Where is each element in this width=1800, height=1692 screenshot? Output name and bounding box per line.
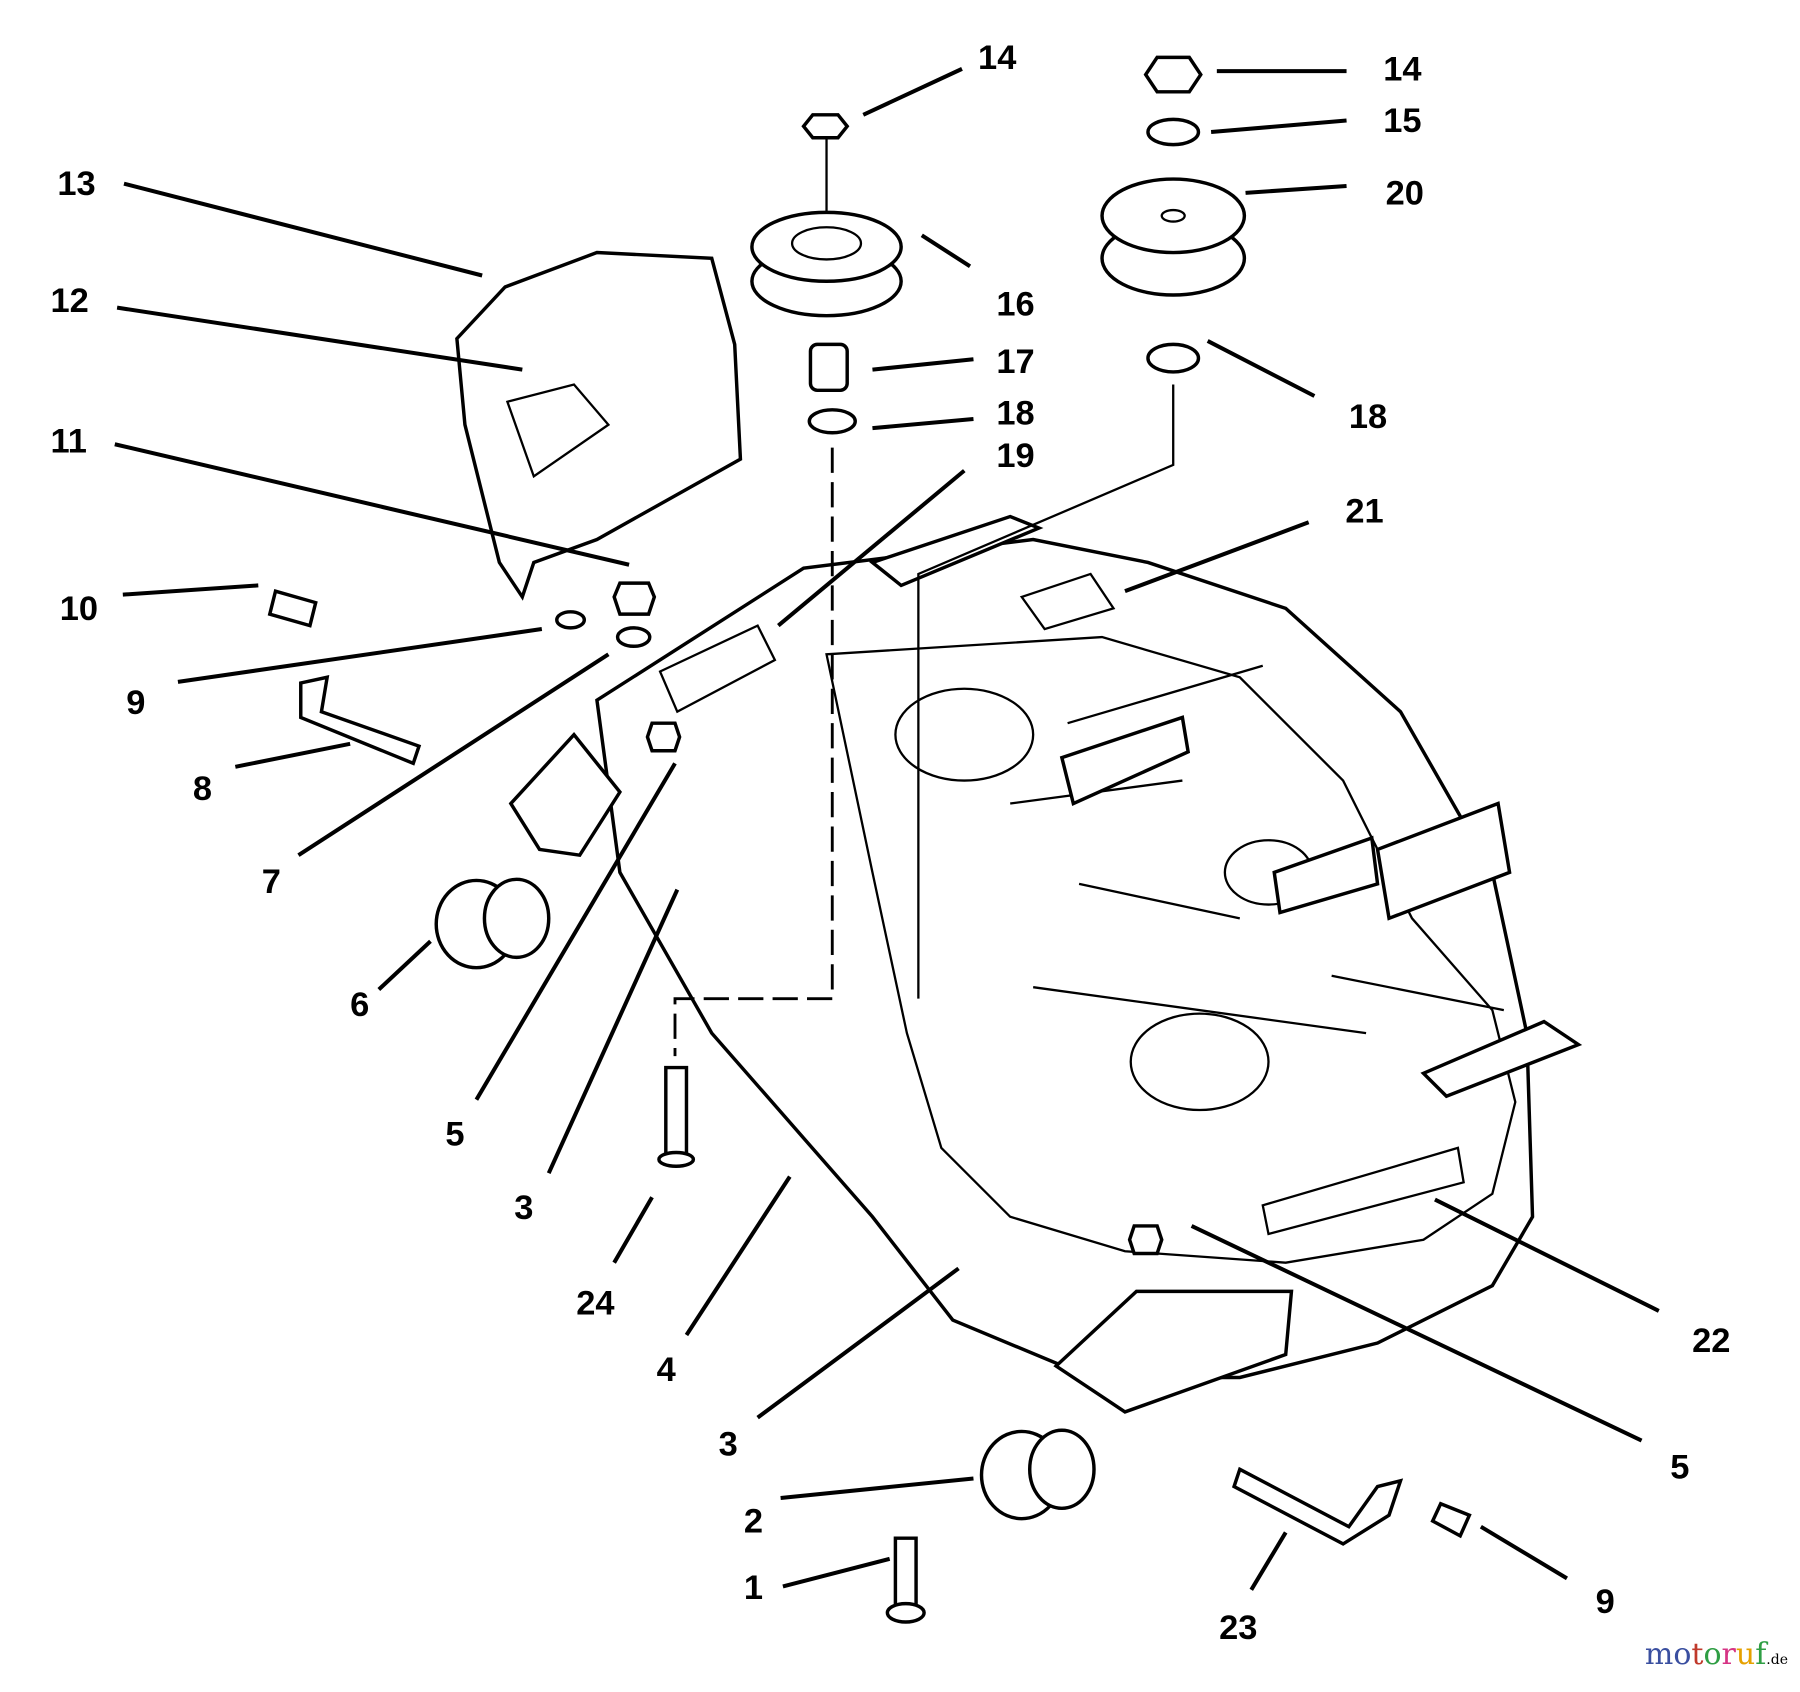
idler-pulley [673,113,903,1057]
callout-20: 20 [1386,174,1424,212]
callout-22: 22 [1692,1322,1730,1360]
watermark-letter: t [1691,1637,1704,1672]
watermark-letter: o [1673,1637,1692,1672]
callout-1: 1 [744,1569,763,1607]
callout-8: 8 [193,770,212,808]
callout-5-lower: 5 [1670,1448,1689,1486]
callout-18-right: 18 [1349,398,1387,436]
watermark-letter: o [1703,1637,1722,1672]
callout-18: 18 [996,395,1034,433]
callout-5: 5 [445,1116,464,1154]
callout-labels: 14 14 15 20 16 17 18 19 18 21 13 12 11 1… [51,39,1731,1647]
callout-3: 3 [514,1189,533,1227]
callout-24: 24 [576,1284,614,1322]
callout-23: 23 [1219,1609,1257,1647]
callout-19: 19 [996,437,1034,475]
watermark-logo: motoruf.de [1645,1637,1788,1672]
watermark-letter: f [1755,1637,1767,1672]
callout-11: 11 [51,422,87,460]
callout-6: 6 [350,986,369,1024]
watermark-letter: m [1644,1637,1674,1672]
gauge-wheels [267,581,1472,1624]
spindle-pulley [917,55,1247,999]
callout-2: 2 [744,1502,763,1540]
callout-12: 12 [51,282,89,320]
mower-deck [595,514,1583,1380]
callout-3-lower: 3 [719,1426,738,1464]
callout-9-lower: 9 [1596,1583,1615,1621]
callout-21: 21 [1345,492,1383,530]
watermark-letter: u [1735,1637,1756,1672]
callout-10: 10 [60,590,98,628]
callout-13: 13 [57,165,95,203]
callout-17: 17 [996,343,1034,381]
callout-15: 15 [1383,102,1421,140]
watermark-letter: r [1721,1637,1736,1672]
leader-lines [114,67,1660,1591]
watermark-suffix: .de [1766,1652,1788,1668]
callout-16: 16 [996,286,1034,324]
callout-4: 4 [657,1351,676,1389]
callout-7: 7 [262,863,281,901]
callout-14-nut-right: 14 [1383,50,1421,88]
belt-cover [455,250,743,601]
callout-9: 9 [126,684,145,722]
callout-14-nut: 14 [978,39,1016,77]
